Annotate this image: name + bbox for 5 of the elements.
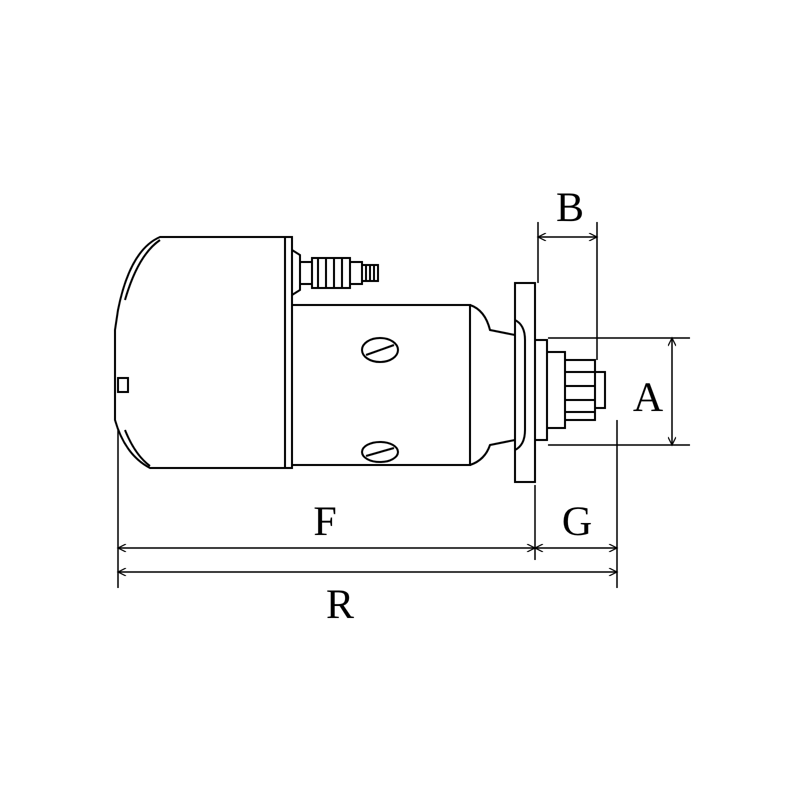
dimension-label: B bbox=[556, 187, 584, 229]
dimension-label: G bbox=[562, 501, 592, 543]
dimension-label: A bbox=[632, 377, 664, 419]
dimension-label: F bbox=[313, 501, 337, 543]
dimension-label: R bbox=[326, 584, 354, 626]
